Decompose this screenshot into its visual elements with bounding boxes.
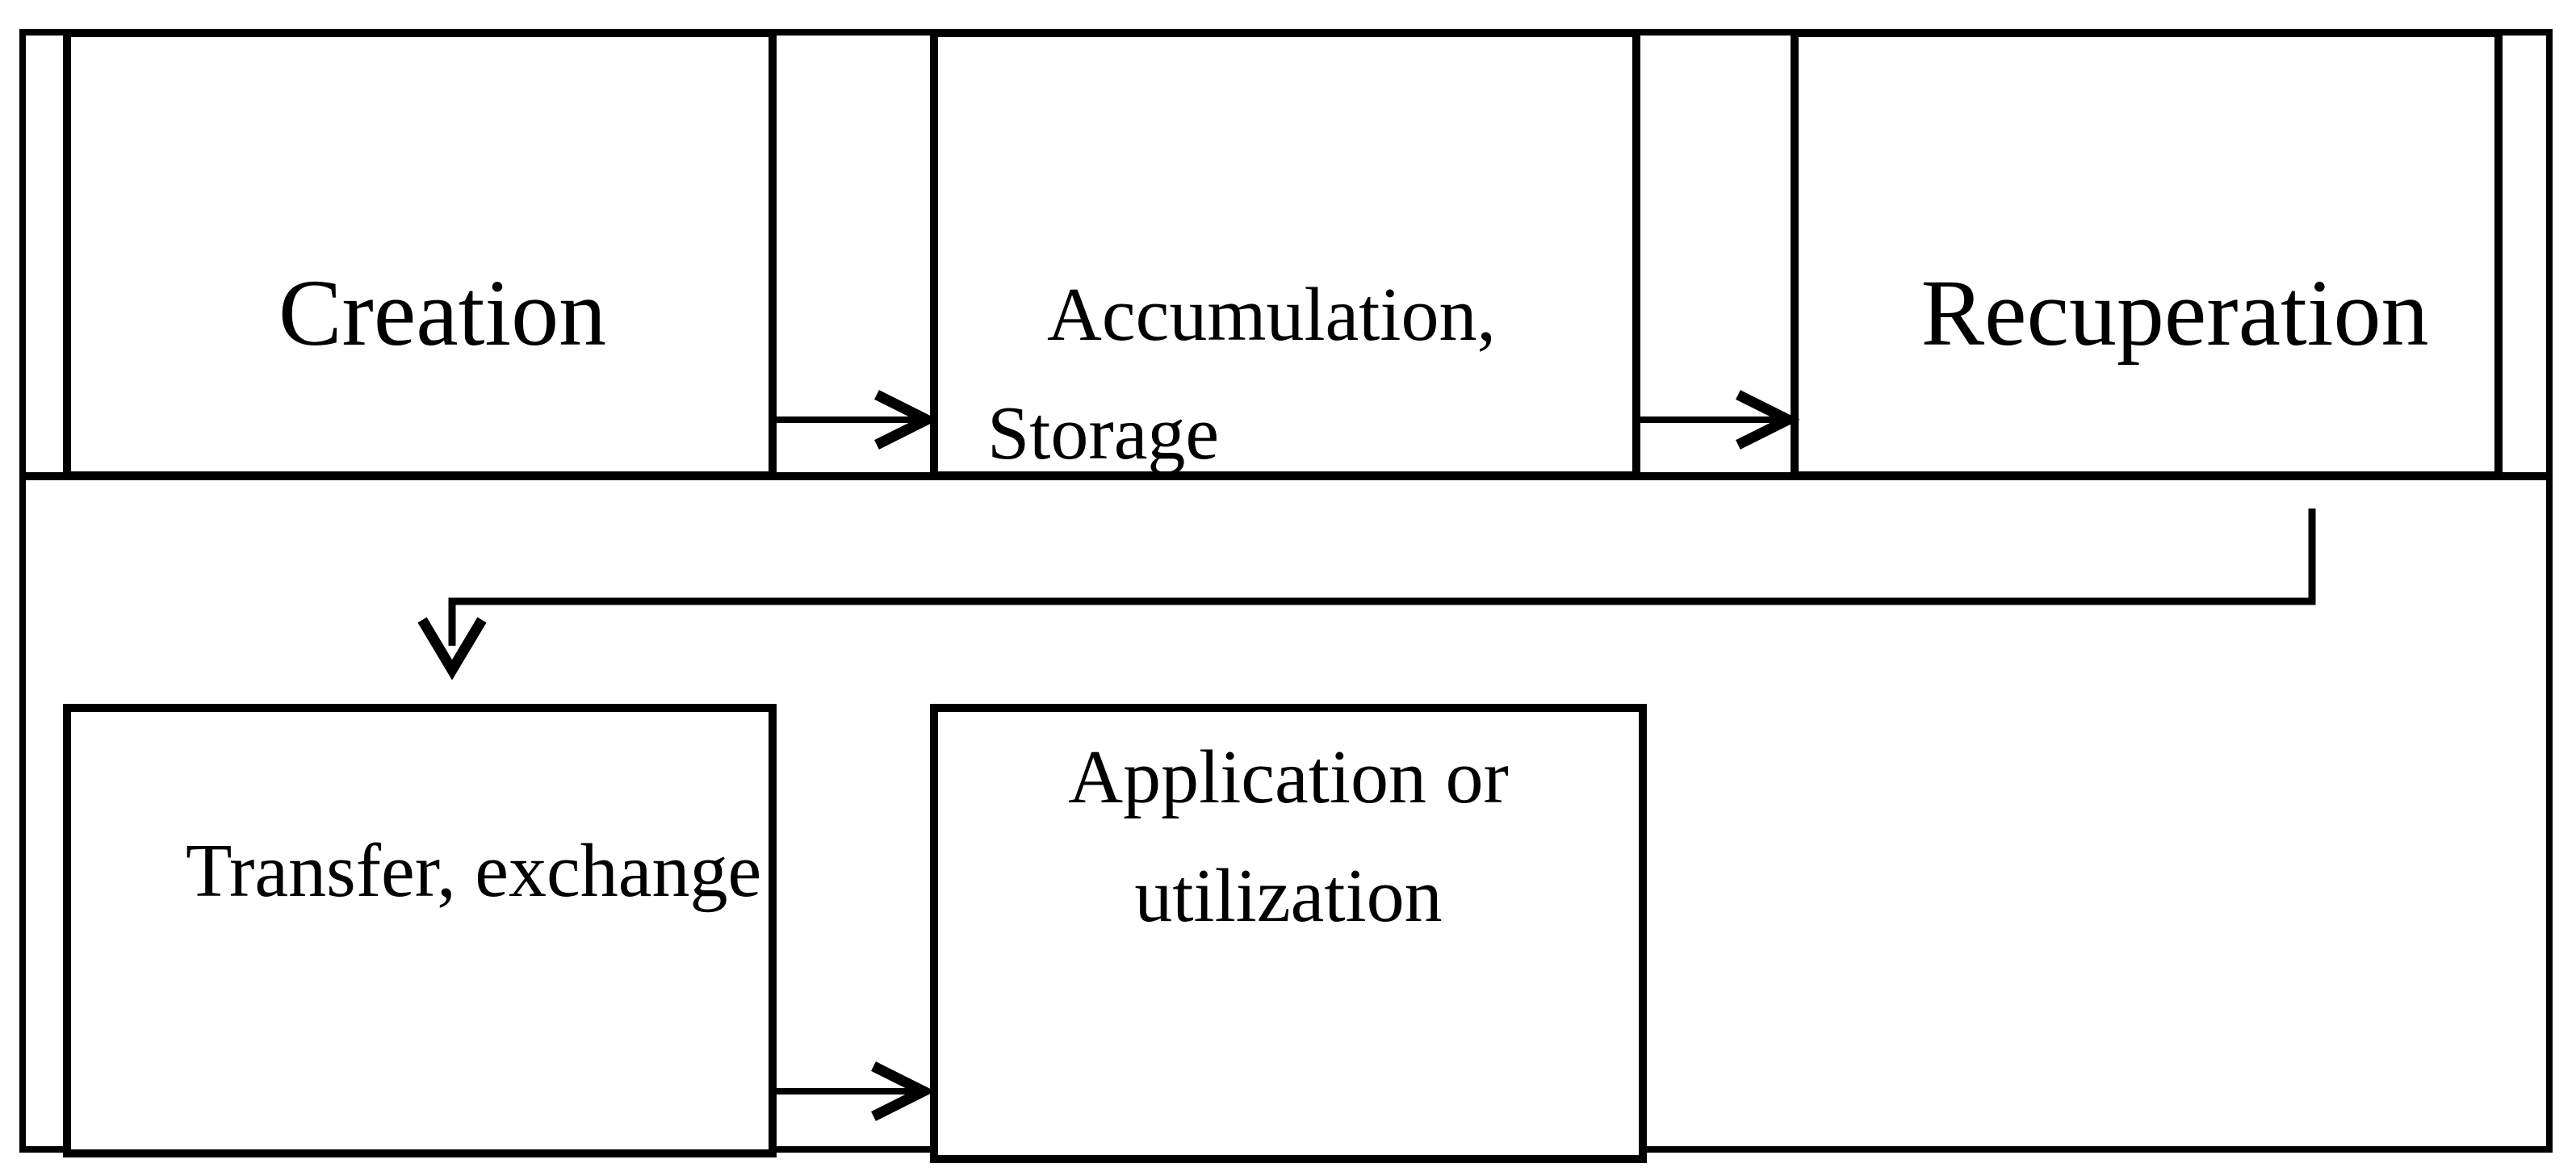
application-line-2: utilization [1134, 854, 1443, 938]
recuperation-label: Recuperation [1920, 260, 2429, 366]
application-line-1: Application or [1068, 735, 1509, 819]
recuperation-box [1791, 29, 2503, 479]
accumulation-line-2: Storage [987, 391, 1220, 475]
creation-box [63, 29, 777, 479]
creation-label: Creation [278, 260, 607, 366]
application-utilization-box [930, 704, 1647, 1163]
accumulation-line-1: Accumulation, [1047, 273, 1497, 357]
application-utilization-label: Application or utilization [930, 718, 1647, 956]
transfer-exchange-box [63, 704, 777, 1157]
accumulation-storage-label: Accumulation, Storage [987, 256, 1633, 493]
transfer-exchange-label: Transfer, exchange [186, 829, 762, 913]
accumulation-storage-box [930, 29, 1640, 479]
